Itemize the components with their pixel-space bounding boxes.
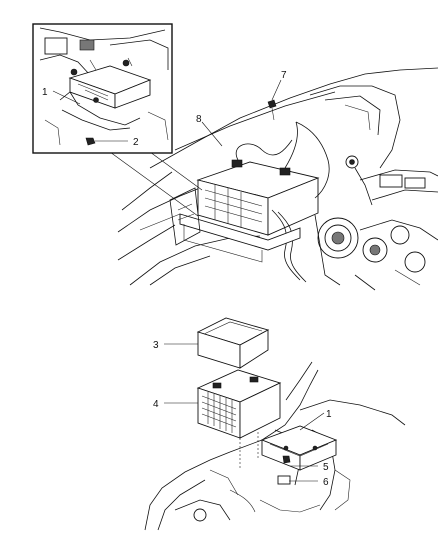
lower-exploded-view bbox=[144, 317, 406, 531]
callout-1-lower: 1 bbox=[326, 409, 332, 420]
callout-2: 2 bbox=[133, 137, 139, 148]
callout-3: 3 bbox=[153, 340, 159, 351]
callout-4: 4 bbox=[153, 399, 159, 410]
callout-8: 8 bbox=[196, 114, 202, 125]
callout-7: 7 bbox=[281, 70, 287, 81]
callout-1-inset: 1 bbox=[42, 87, 48, 98]
inset-detail-box bbox=[32, 23, 173, 154]
callout-6: 6 bbox=[323, 477, 329, 488]
engine-compartment-view bbox=[109, 67, 438, 291]
callout-5: 5 bbox=[323, 462, 329, 473]
